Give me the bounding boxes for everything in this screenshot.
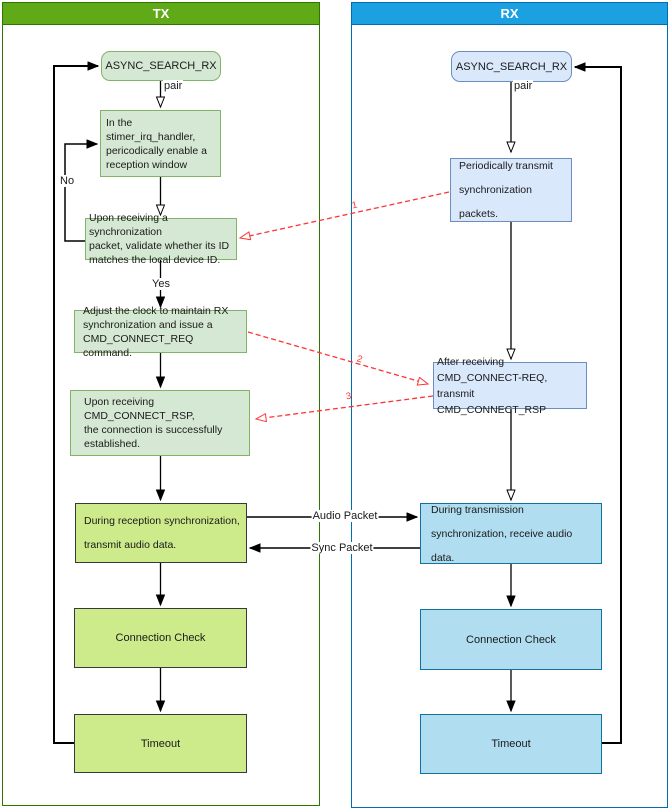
label-audio-packet: Audio Packet [311, 510, 379, 522]
label-sync-packet: Sync Packet [310, 542, 374, 554]
rx-lane-title: RX [352, 3, 667, 25]
label-no: No [59, 175, 76, 187]
rx-node-after-receiving: After receiving CMD_CONNECT-REQ, transmi… [433, 356, 587, 416]
rx-node-audio: During transmission synchronization, rec… [420, 503, 602, 564]
tx-node-connect-rsp: Upon receiving CMD_CONNECT_RSP, the conn… [70, 390, 250, 456]
rx-node-periodic: Periodically transmit synchronization pa… [450, 158, 572, 222]
label-rx-pair: pair [513, 80, 534, 92]
label-yes: Yes [151, 278, 171, 290]
tx-node-timeout: Timeout [74, 714, 247, 773]
tx-node-connection-check: Connection Check [74, 608, 247, 668]
tx-lane-title: TX [3, 3, 319, 25]
rx-node-async-search: ASYNC_SEARCH_RX [451, 51, 572, 82]
label-tx-pair: pair [163, 80, 184, 92]
tx-node-stimer: In the stimer_irq_handler, pericodically… [100, 110, 221, 177]
tx-node-audio: During reception synchronization, transm… [75, 503, 247, 563]
tx-node-async-search: ASYNC_SEARCH_RX [101, 51, 221, 81]
rx-node-timeout: Timeout [420, 714, 602, 774]
tx-node-validate: Upon receiving a synchronization packet,… [85, 212, 237, 266]
rx-node-connection-check: Connection Check [420, 609, 602, 670]
tx-node-adjust-clock: Adjust the clock to maintain RX synchron… [74, 305, 247, 359]
